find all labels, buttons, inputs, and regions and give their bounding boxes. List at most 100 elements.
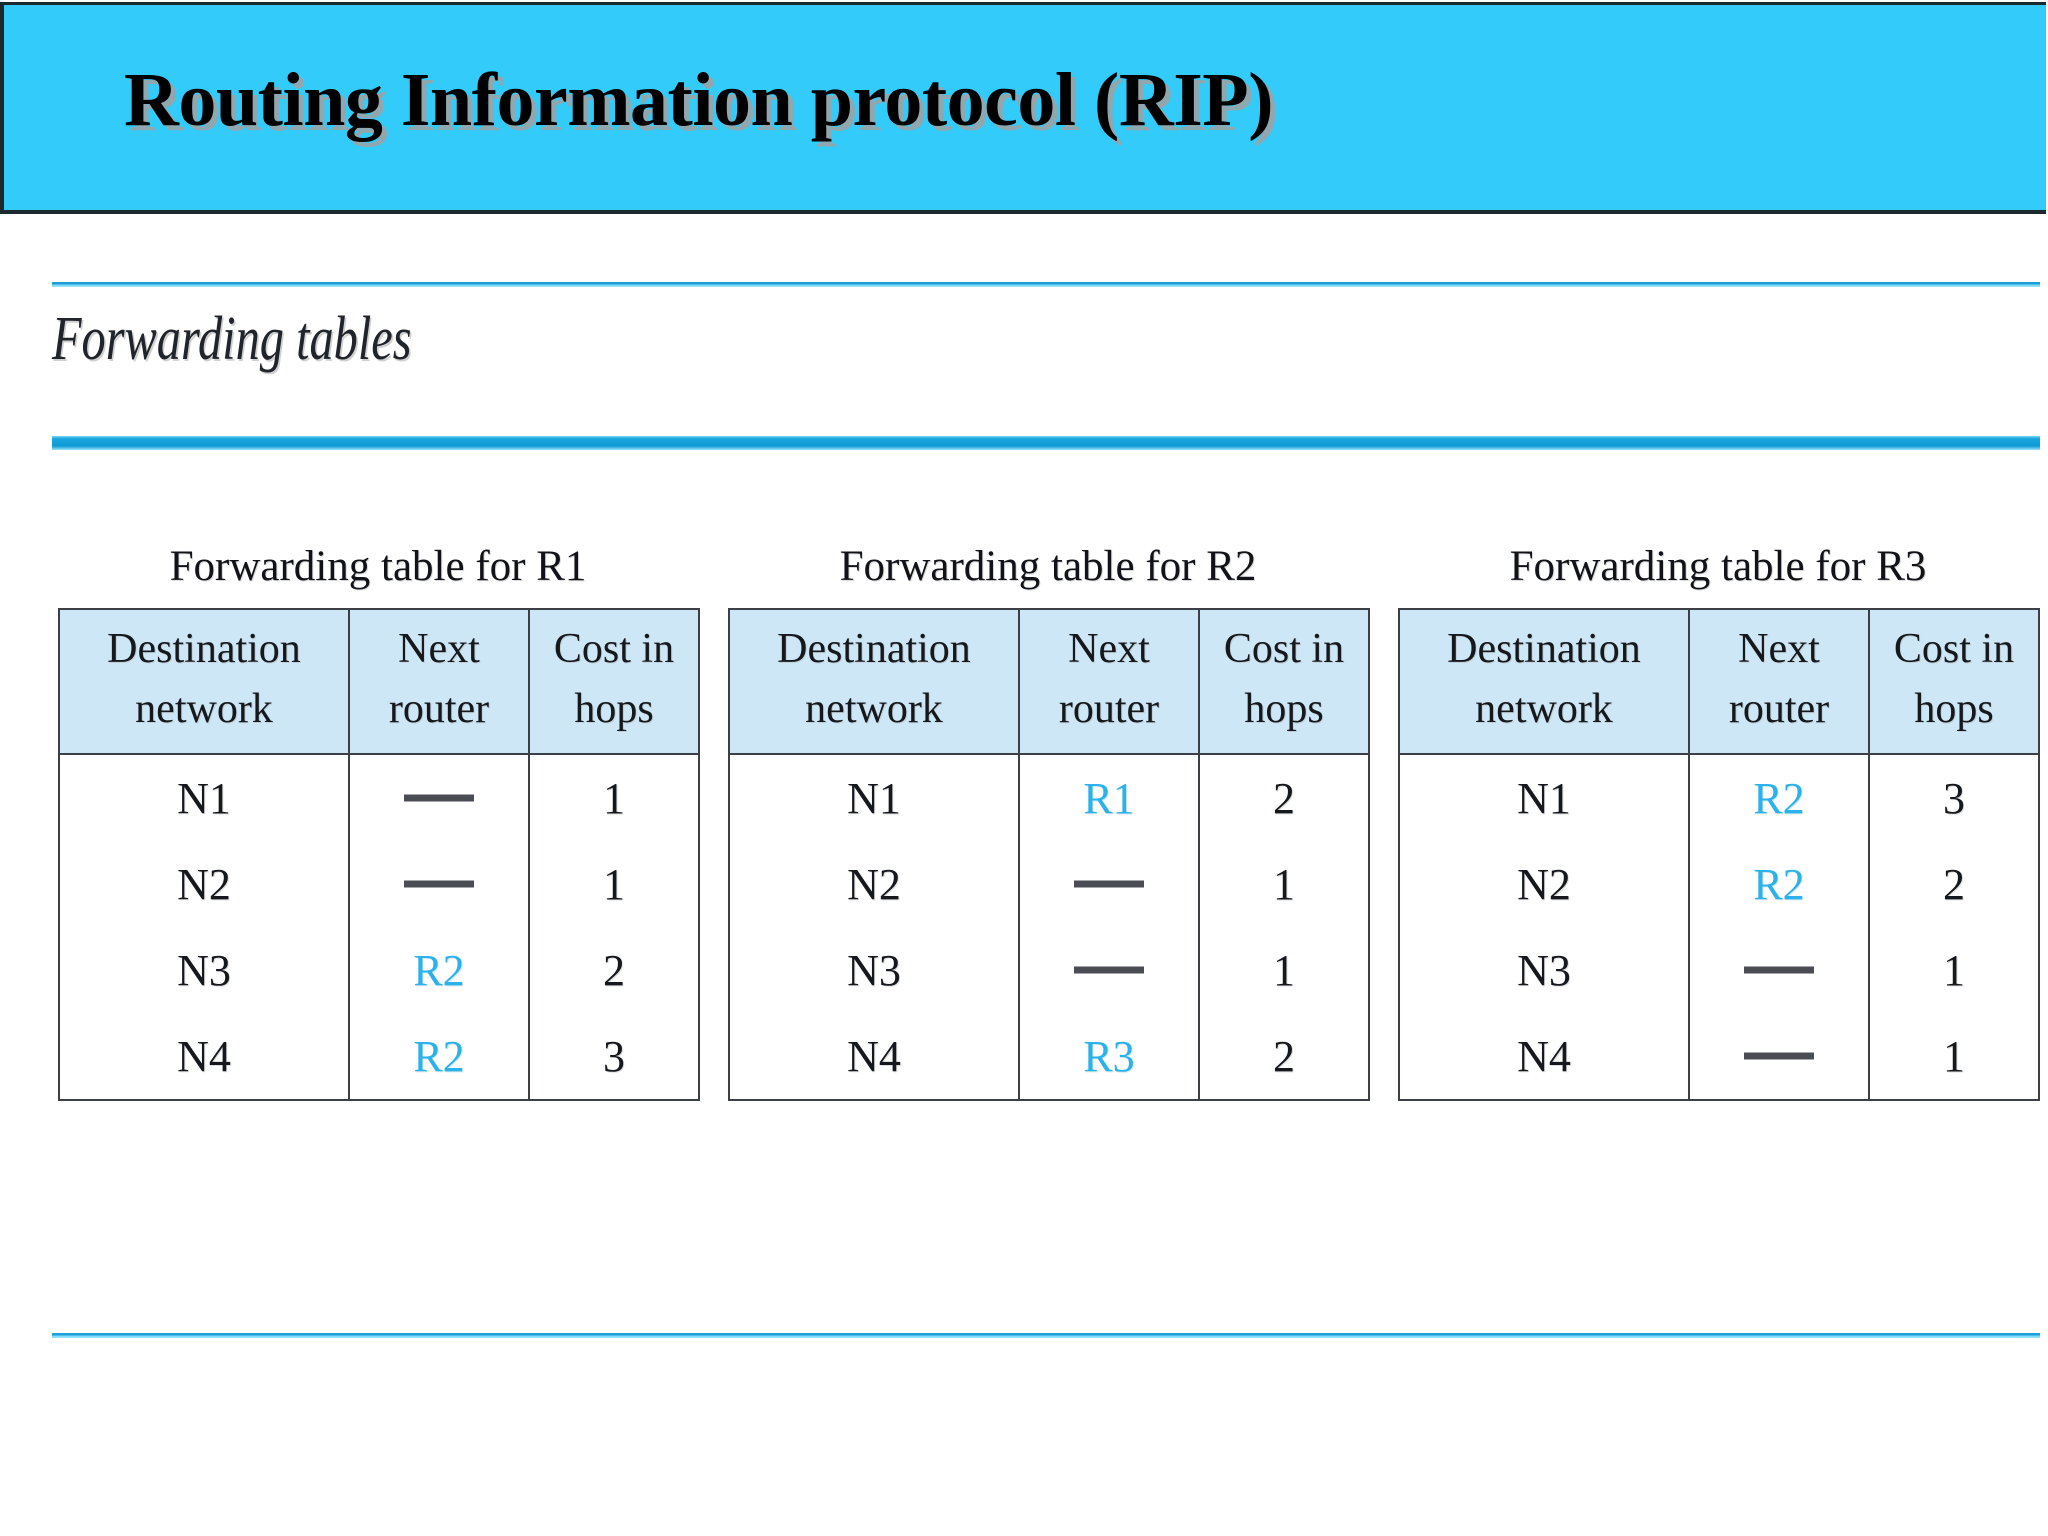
cell-cost: 1 (1868, 927, 2040, 1014)
column-header-line1: Next (1068, 626, 1150, 672)
cell-next-router: R2 (1688, 841, 1870, 928)
column-header-cost: Cost in hops (528, 607, 700, 756)
cell-cost: 1 (528, 753, 700, 842)
cell-next-router: — (1018, 841, 1200, 928)
cell-destination: N1 (728, 753, 1020, 842)
table-row: N3 R2 2 (58, 927, 700, 1014)
cell-cost: 2 (1198, 1013, 1370, 1102)
cell-next-router: — (348, 841, 530, 928)
forwarding-table-r1: Destination network Next router Cost in … (58, 607, 700, 1102)
cell-destination: N4 (58, 1013, 350, 1102)
dash-icon (1744, 966, 1814, 974)
cell-next-router: R1 (1018, 753, 1200, 842)
column-header-cost: Cost in hops (1198, 607, 1370, 756)
column-header-line1: Destination (107, 626, 301, 672)
column-header-line1: Cost in (553, 626, 675, 672)
cell-destination: N4 (728, 1013, 1020, 1102)
cell-cost: 2 (528, 927, 700, 1014)
column-header-line2: network (1475, 685, 1613, 732)
column-header-next-router: Next router (348, 607, 530, 756)
column-header-line2: hops (574, 685, 654, 732)
title-banner: Routing Information protocol (RIP) (0, 2, 2046, 214)
cell-destination: N2 (728, 841, 1020, 928)
cell-next-router: — (1018, 927, 1200, 1014)
dash-icon (404, 794, 474, 802)
cell-destination: N1 (1398, 753, 1690, 842)
column-header-line1: Next (398, 626, 480, 672)
section-label: Forwarding tables (52, 305, 412, 373)
column-header-line2: network (805, 685, 943, 732)
cell-destination: N3 (1398, 927, 1690, 1014)
column-header-cost: Cost in hops (1868, 607, 2040, 756)
cell-destination: N2 (58, 841, 350, 928)
table-row: N3 — 1 (1398, 927, 2040, 1014)
table-caption: Forwarding table for R1 (169, 543, 587, 590)
dash-icon (1074, 880, 1144, 888)
column-header-line2: router (1058, 685, 1160, 732)
cell-next-router: R2 (348, 1013, 530, 1102)
divider-bottom (52, 1333, 2040, 1338)
column-header-line2: router (1728, 685, 1830, 732)
column-header-line1: Destination (1447, 626, 1641, 672)
dash-icon (1744, 1052, 1814, 1060)
column-header-line2: network (135, 685, 273, 732)
table-caption: Forwarding table for R3 (1509, 543, 1927, 590)
cell-next-router: R2 (348, 927, 530, 1014)
forwarding-table-r2: Destination network Next router Cost in … (728, 607, 1370, 1102)
cell-next-router: R3 (1018, 1013, 1200, 1102)
page-title: Routing Information protocol (RIP) (124, 58, 1274, 142)
table-row: N3 — 1 (728, 927, 1370, 1014)
cell-next-router: — (348, 753, 530, 842)
column-header-line2: router (388, 685, 490, 732)
table-header-row: Destination network Next router Cost in … (728, 607, 1370, 756)
column-header-line1: Destination (777, 626, 971, 672)
divider-top (52, 282, 2040, 287)
column-header-line2: hops (1244, 685, 1324, 732)
table-row: N4 — 1 (1398, 1013, 2040, 1102)
divider-section (52, 436, 2040, 450)
table-row: N1 R2 3 (1398, 753, 2040, 842)
table-row: N1 R1 2 (728, 753, 1370, 842)
column-header-destination: Destination network (1398, 607, 1690, 756)
table-header-row: Destination network Next router Cost in … (58, 607, 700, 756)
forwarding-table-block-r3: Forwarding table for R3 Destination netw… (1398, 540, 2040, 1102)
cell-destination: N3 (728, 927, 1020, 1014)
cell-destination: N1 (58, 753, 350, 842)
cell-cost: 1 (1868, 1013, 2040, 1102)
table-row: N2 — 1 (58, 841, 700, 928)
column-header-line1: Cost in (1893, 626, 2015, 672)
cell-cost: 1 (528, 841, 700, 928)
column-header-line1: Next (1738, 626, 1820, 672)
cell-cost: 2 (1198, 753, 1370, 842)
forwarding-tables-area: Forwarding table for R1 Destination netw… (0, 540, 2048, 1240)
column-header-destination: Destination network (58, 607, 350, 756)
cell-cost: 3 (528, 1013, 700, 1102)
column-header-destination: Destination network (728, 607, 1020, 756)
forwarding-table-block-r1: Forwarding table for R1 Destination netw… (58, 540, 700, 1102)
table-row: N4 R2 3 (58, 1013, 700, 1102)
cell-next-router: R2 (1688, 753, 1870, 842)
cell-next-router: — (1688, 927, 1870, 1014)
cell-next-router: — (1688, 1013, 1870, 1102)
column-header-line2: hops (1914, 685, 1994, 732)
column-header-next-router: Next router (1018, 607, 1200, 756)
dash-icon (1074, 966, 1144, 974)
table-row: N4 R3 2 (728, 1013, 1370, 1102)
column-header-line1: Cost in (1223, 626, 1345, 672)
cell-cost: 3 (1868, 753, 2040, 842)
table-caption: Forwarding table for R2 (839, 543, 1257, 590)
cell-cost: 2 (1868, 841, 2040, 928)
forwarding-table-block-r2: Forwarding table for R2 Destination netw… (728, 540, 1370, 1102)
cell-destination: N4 (1398, 1013, 1690, 1102)
cell-destination: N2 (1398, 841, 1690, 928)
table-row: N2 R2 2 (1398, 841, 2040, 928)
cell-destination: N3 (58, 927, 350, 1014)
table-row: N2 — 1 (728, 841, 1370, 928)
dash-icon (404, 880, 474, 888)
forwarding-table-r3: Destination network Next router Cost in … (1398, 607, 2040, 1102)
cell-cost: 1 (1198, 927, 1370, 1014)
table-row: N1 — 1 (58, 753, 700, 842)
cell-cost: 1 (1198, 841, 1370, 928)
column-header-next-router: Next router (1688, 607, 1870, 756)
table-header-row: Destination network Next router Cost in … (1398, 607, 2040, 756)
